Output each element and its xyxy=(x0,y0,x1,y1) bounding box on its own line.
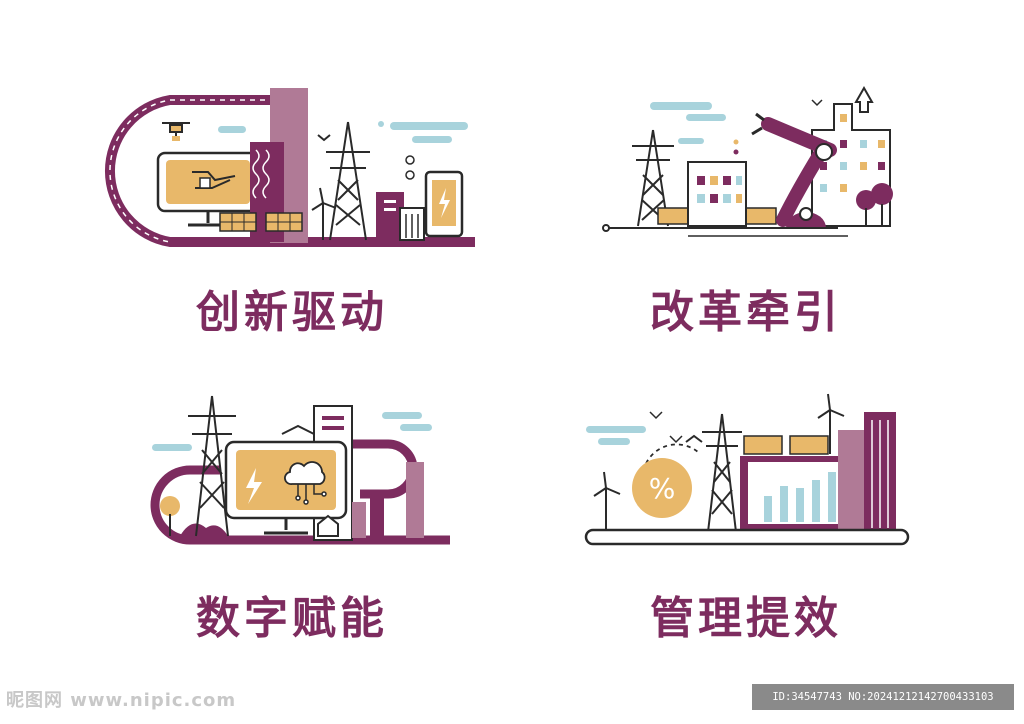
site-watermark: 昵图网 www.nipic.com xyxy=(6,690,237,711)
digital-cloud-monitor-icon xyxy=(150,395,450,545)
image-id-watermark: ID:34547743 NO:20241212142700433103 xyxy=(752,684,1014,710)
management-chart-icon: % xyxy=(584,393,910,546)
panel-digital: 数字赋能 xyxy=(130,390,470,644)
panel-caption: 创新驱动 xyxy=(196,287,388,338)
panel-caption: 改革牵引 xyxy=(650,287,842,338)
panel-reform: 改革牵引 xyxy=(598,80,908,338)
panel-innovation: 创新驱动 xyxy=(100,80,490,338)
panel-management: % xyxy=(582,390,922,644)
robot-arm-factory-icon xyxy=(602,85,893,237)
panel-caption: 数字赋能 xyxy=(196,593,388,644)
innovation-city-icon xyxy=(105,88,475,247)
panel-caption: 管理提效 xyxy=(650,593,842,644)
percent-label: % xyxy=(649,472,676,505)
